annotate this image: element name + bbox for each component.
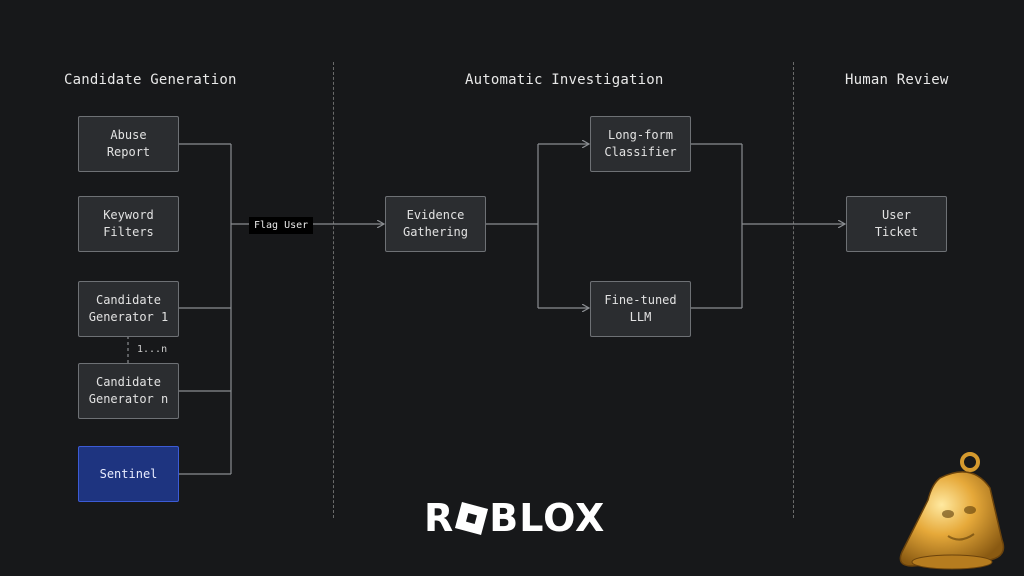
- section-title-automatic-investigation: Automatic Investigation: [465, 72, 664, 88]
- node-candidate-generator-n: Candidate Generator n: [78, 363, 179, 419]
- node-abuse-report: Abuse Report: [78, 116, 179, 172]
- section-title-human-review: Human Review: [845, 72, 949, 88]
- node-evidence-gathering: Evidence Gathering: [385, 196, 486, 252]
- section-divider-right: [793, 62, 794, 518]
- node-long-form-classifier: Long-form Classifier: [590, 116, 691, 172]
- node-fine-tuned-llm: Fine-tuned LLM: [590, 281, 691, 337]
- node-keyword-filters: Keyword Filters: [78, 196, 179, 252]
- node-user-ticket: User Ticket: [846, 196, 947, 252]
- roblox-logo-right: BLOX: [489, 496, 606, 540]
- node-candidate-generator-1: Candidate Generator 1: [78, 281, 179, 337]
- roblox-logo-left: R: [424, 496, 455, 540]
- section-divider-left: [333, 62, 334, 518]
- golden-bell-sticker-icon: [899, 452, 1005, 570]
- generator-range-label: 1...n: [137, 344, 168, 355]
- roblox-tilted-square-icon: [455, 501, 489, 535]
- flag-user-label: Flag User: [249, 217, 314, 234]
- section-title-candidate-generation: Candidate Generation: [64, 72, 237, 88]
- node-sentinel: Sentinel: [78, 446, 179, 502]
- roblox-logo: R BLOX: [424, 496, 605, 540]
